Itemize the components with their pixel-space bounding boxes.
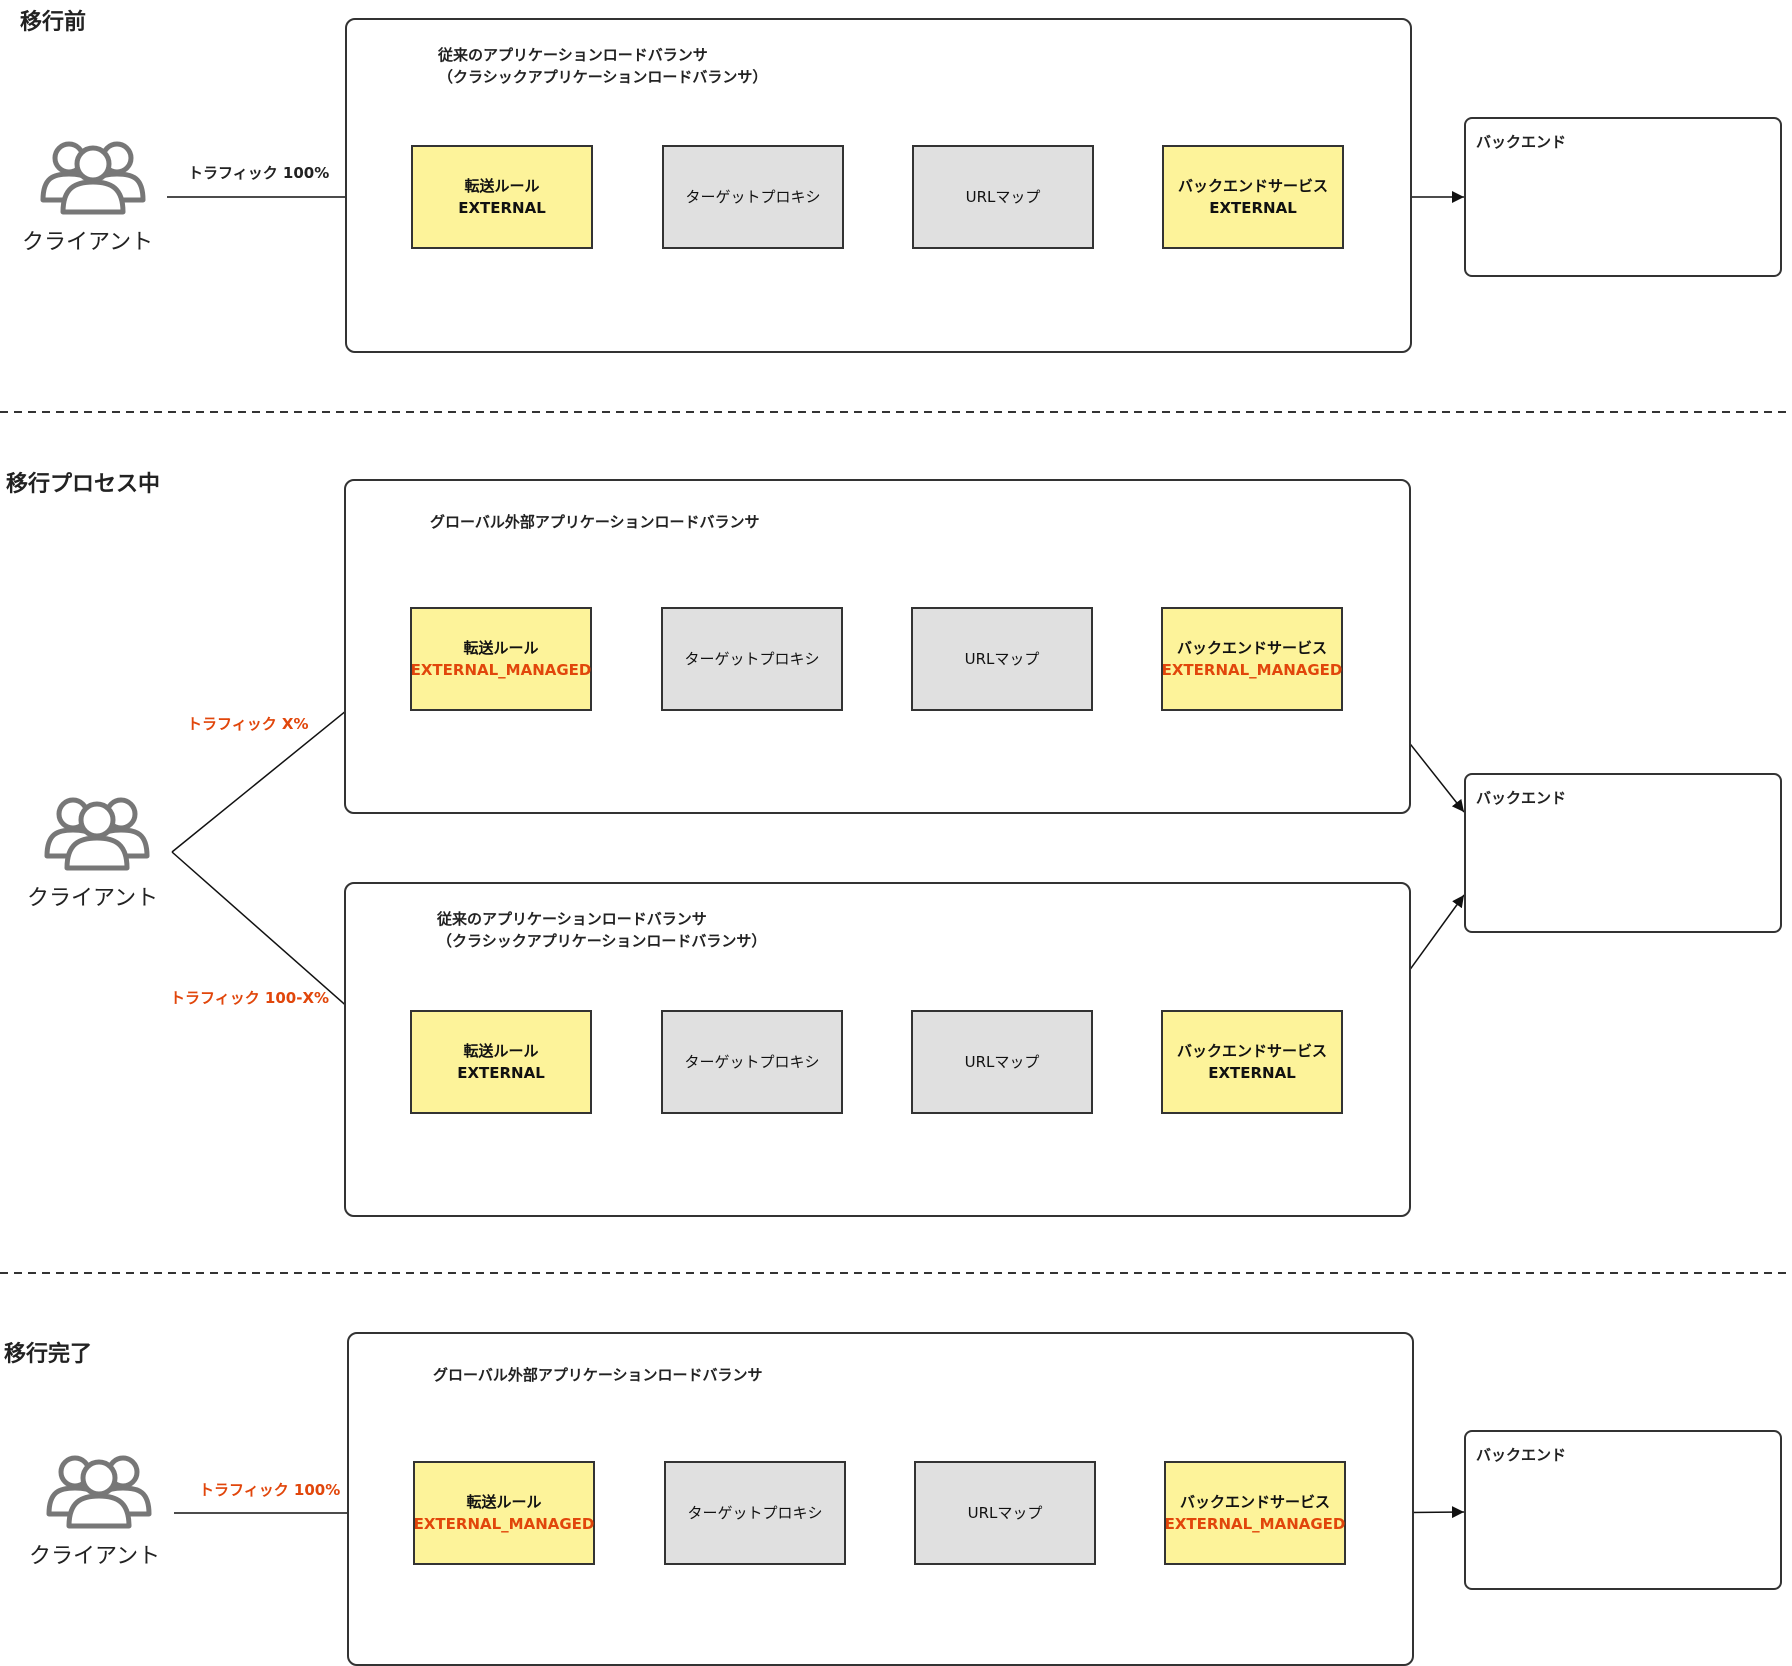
forwarding-rule-label: 転送ルール	[464, 177, 540, 195]
backend-service-box[interactable]: バックエンドサービス EXTERNAL_MANAGED	[1161, 607, 1343, 711]
backend-title: バックエンド	[1476, 1446, 1567, 1464]
client-users-icon	[49, 1458, 149, 1526]
url-map-label: URLマップ	[964, 650, 1040, 668]
url-map-box[interactable]: URLマップ	[912, 145, 1094, 249]
target-proxy-box[interactable]: ターゲットプロキシ	[664, 1461, 846, 1565]
section-title-after: 移行完了	[4, 1342, 93, 1367]
target-proxy-box[interactable]: ターゲットプロキシ	[661, 607, 843, 711]
forwarding-rule-label: 転送ルール	[466, 1493, 542, 1511]
backend-service-box[interactable]: バックエンドサービス EXTERNAL_MANAGED	[1164, 1461, 1346, 1565]
target-proxy-label: ターゲットプロキシ	[684, 1053, 820, 1071]
lb-title: グローバル外部アプリケーションロードバランサ	[433, 1366, 763, 1384]
backend-panel: バックエンド	[1464, 773, 1782, 933]
target-proxy-label: ターゲットプロキシ	[685, 188, 821, 206]
traffic-label-before: トラフィック 100%	[188, 164, 330, 182]
forwarding-rule-label: 転送ルール	[463, 1042, 539, 1060]
backend-service-label: バックエンドサービス	[1177, 177, 1328, 195]
scheme-label: EXTERNAL_MANAGED	[413, 1515, 595, 1533]
backend-service-box[interactable]: バックエンドサービス EXTERNAL	[1161, 1010, 1343, 1114]
scheme-label: EXTERNAL_MANAGED	[410, 661, 592, 679]
backend-service-label: バックエンドサービス	[1179, 1493, 1330, 1511]
scheme-label: EXTERNAL	[1209, 199, 1297, 217]
scheme-label: EXTERNAL_MANAGED	[1164, 1515, 1346, 1533]
traffic-label-old-lb: トラフィック 100-X%	[170, 989, 330, 1007]
scheme-label: EXTERNAL	[457, 1064, 545, 1082]
target-proxy-box[interactable]: ターゲットプロキシ	[661, 1010, 843, 1114]
lb-title: 従来のアプリケーションロードバランサ （クラシックアプリケーションロードバランサ…	[438, 46, 768, 86]
forwarding-rule-label: 転送ルール	[463, 639, 539, 657]
client-label: クライアント	[27, 886, 159, 911]
lb-title: グローバル外部アプリケーションロードバランサ	[430, 513, 760, 531]
url-map-label: URLマップ	[967, 1504, 1043, 1522]
section-title-during: 移行プロセス中	[6, 472, 161, 497]
target-proxy-box[interactable]: ターゲットプロキシ	[662, 145, 844, 249]
section-title-before: 移行前	[20, 10, 87, 35]
url-map-box[interactable]: URLマップ	[911, 607, 1093, 711]
client-label: クライアント	[29, 1544, 161, 1569]
forwarding-rule-box[interactable]: 転送ルール EXTERNAL_MANAGED	[410, 607, 592, 711]
url-map-label: URLマップ	[964, 1053, 1040, 1071]
client-label: クライアント	[22, 230, 154, 255]
forwarding-rule-box[interactable]: 転送ルール EXTERNAL	[410, 1010, 592, 1114]
backend-title: バックエンド	[1476, 789, 1567, 807]
scheme-label: EXTERNAL	[458, 199, 546, 217]
backend-service-label: バックエンドサービス	[1176, 639, 1327, 657]
backend-panel: バックエンド	[1464, 117, 1782, 277]
url-map-label: URLマップ	[965, 188, 1041, 206]
scheme-label: EXTERNAL	[1208, 1064, 1296, 1082]
traffic-label-new-lb: トラフィック X%	[187, 715, 309, 733]
target-proxy-label: ターゲットプロキシ	[684, 650, 820, 668]
backend-service-label: バックエンドサービス	[1176, 1042, 1327, 1060]
traffic-label-after: トラフィック 100%	[199, 1481, 341, 1499]
scheme-label: EXTERNAL_MANAGED	[1161, 661, 1343, 679]
lb-title: 従来のアプリケーションロードバランサ （クラシックアプリケーションロードバランサ…	[437, 910, 767, 950]
backend-service-box[interactable]: バックエンドサービス EXTERNAL	[1162, 145, 1344, 249]
client-users-icon	[47, 800, 147, 868]
forwarding-rule-box[interactable]: 転送ルール EXTERNAL	[411, 145, 593, 249]
backend-panel: バックエンド	[1464, 1430, 1782, 1590]
backend-title: バックエンド	[1476, 133, 1567, 151]
url-map-box[interactable]: URLマップ	[914, 1461, 1096, 1565]
client-users-icon	[43, 144, 143, 212]
target-proxy-label: ターゲットプロキシ	[687, 1504, 823, 1522]
url-map-box[interactable]: URLマップ	[911, 1010, 1093, 1114]
forwarding-rule-box[interactable]: 転送ルール EXTERNAL_MANAGED	[413, 1461, 595, 1565]
